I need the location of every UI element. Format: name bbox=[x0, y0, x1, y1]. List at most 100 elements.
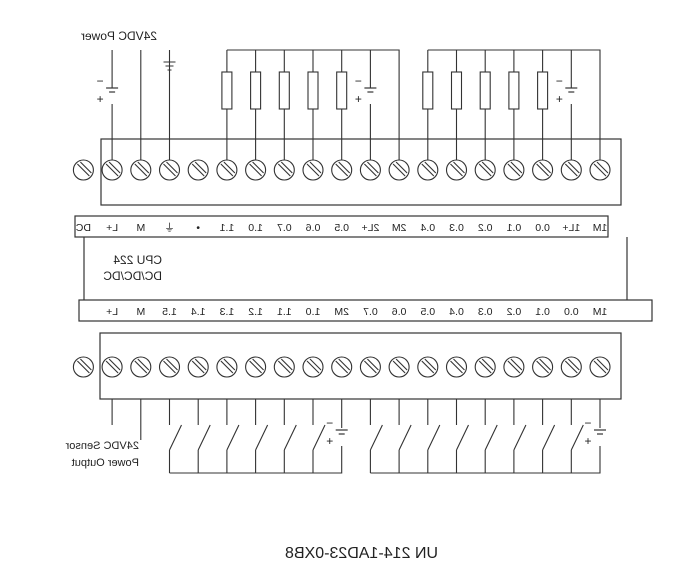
ground-icon bbox=[163, 50, 176, 160]
bottom-screw bbox=[503, 356, 525, 378]
top-screw bbox=[503, 159, 525, 181]
terminal-label: 1.0 bbox=[306, 306, 321, 318]
top-screw bbox=[130, 159, 152, 181]
load-resistor bbox=[537, 71, 549, 110]
top-screw bbox=[532, 159, 554, 181]
minus-sign: − bbox=[556, 74, 563, 88]
terminal-label: 1.2 bbox=[248, 306, 263, 318]
bottom-screw bbox=[560, 356, 582, 378]
bottom-screw bbox=[130, 356, 152, 378]
bottom-screw bbox=[187, 356, 209, 378]
bottom-screw bbox=[359, 356, 381, 378]
terminal-label: 1L+ bbox=[562, 222, 580, 234]
terminal-label: 0.0 bbox=[535, 222, 550, 234]
top-screw bbox=[72, 159, 94, 181]
bottom-screw bbox=[302, 356, 324, 378]
minus-sign: − bbox=[97, 74, 104, 88]
minus-sign: − bbox=[326, 416, 333, 430]
top-screw-row bbox=[72, 159, 611, 181]
bottom-screw bbox=[101, 356, 123, 378]
bottom-terminal-labels: 1M0.00.10.20.30.40.50.60.72M1.01.11.21.3… bbox=[106, 306, 607, 318]
top-screw bbox=[388, 159, 410, 181]
terminal-label: 1M bbox=[593, 306, 608, 318]
sensor-label-line2: Power Output bbox=[72, 457, 139, 469]
bottom-label-strip bbox=[78, 299, 653, 322]
plus-sign: + bbox=[556, 92, 563, 106]
bottom-screw bbox=[273, 356, 295, 378]
battery-icon: −+ bbox=[326, 416, 348, 448]
top-screw bbox=[359, 159, 381, 181]
battery-icon: −+ bbox=[584, 416, 606, 448]
top-screw bbox=[589, 159, 611, 181]
terminal-label: 0.5 bbox=[420, 306, 435, 318]
terminal-label: 1.1 bbox=[219, 222, 234, 234]
top-screw bbox=[216, 159, 238, 181]
terminal-label: 2M bbox=[392, 222, 407, 234]
terminal-label: L+ bbox=[106, 306, 118, 318]
minus-sign: − bbox=[355, 74, 362, 88]
plus-sign: + bbox=[326, 434, 333, 448]
top-screw bbox=[101, 159, 123, 181]
top-screw bbox=[245, 159, 267, 181]
power-label: 24VDC Power bbox=[81, 29, 157, 43]
dc-supplies: −+−+−+−+−+ bbox=[97, 74, 606, 448]
terminal-label: M bbox=[136, 222, 145, 234]
top-screw bbox=[273, 159, 295, 181]
minus-sign: − bbox=[584, 416, 591, 430]
top-screw bbox=[445, 159, 468, 181]
battery-icon: −+ bbox=[355, 74, 377, 106]
terminal-label: 1.4 bbox=[191, 306, 206, 318]
bottom-screw bbox=[417, 356, 439, 378]
top-screw bbox=[158, 159, 181, 181]
cpu-model: CPU 224 bbox=[113, 253, 162, 267]
terminal-label: L+ bbox=[106, 222, 118, 234]
terminal-label: 2L+ bbox=[361, 222, 379, 234]
bottom-screw bbox=[245, 356, 267, 378]
top-screw bbox=[302, 159, 324, 181]
top-terminal-labels: 1M1L+0.00.10.20.30.42M2L+0.50.60.71.01.1… bbox=[75, 222, 607, 234]
terminal-label: • bbox=[196, 222, 200, 234]
terminal-label: DC bbox=[75, 222, 91, 234]
terminal-label: 0.3 bbox=[478, 306, 493, 318]
bottom-screw bbox=[474, 356, 496, 378]
bottom-screw bbox=[445, 356, 468, 378]
terminal-label: 0.6 bbox=[306, 222, 321, 234]
battery-icon: −+ bbox=[97, 74, 119, 106]
plus-sign: + bbox=[584, 434, 591, 448]
plus-sign: + bbox=[97, 92, 104, 106]
load-resistor bbox=[450, 71, 463, 110]
terminal-label: 1M bbox=[593, 222, 608, 234]
part-number: UN 214-1AD23-0XB8 bbox=[285, 545, 438, 562]
bottom-screw bbox=[72, 356, 94, 378]
terminal-label: 0.1 bbox=[535, 306, 550, 318]
terminal-label: 0.6 bbox=[392, 306, 407, 318]
load-resistor bbox=[479, 71, 491, 110]
terminal-label: 0.7 bbox=[277, 222, 292, 234]
top-screw bbox=[187, 159, 209, 181]
terminal-label: 0.5 bbox=[334, 222, 349, 234]
load-resistor bbox=[508, 71, 520, 110]
load-resistor bbox=[221, 71, 233, 110]
terminal-label: 1.3 bbox=[219, 306, 234, 318]
cpu-type: DC/DC/DC bbox=[103, 269, 162, 283]
bottom-screw bbox=[388, 356, 410, 378]
terminal-label: 1.5 bbox=[162, 306, 177, 318]
load-resistor bbox=[422, 71, 434, 110]
terminal-label: 0.4 bbox=[449, 306, 464, 318]
terminal-label: 0.2 bbox=[478, 222, 493, 234]
top-label-strip bbox=[74, 215, 609, 238]
top-screw bbox=[560, 159, 582, 181]
top-screw bbox=[331, 159, 353, 181]
bottom-screw bbox=[216, 356, 238, 378]
terminal-label: 2M bbox=[334, 306, 349, 318]
terminal-label: M bbox=[136, 306, 145, 318]
load-resistor bbox=[250, 71, 262, 110]
sensor-label-line1: 24VDC Sensor bbox=[65, 440, 139, 452]
terminal-label: 0.0 bbox=[564, 306, 579, 318]
load-resistor bbox=[307, 71, 319, 110]
terminal-label: 1.0 bbox=[248, 222, 263, 234]
bottom-screw-row bbox=[72, 356, 611, 378]
input-wiring bbox=[111, 399, 601, 474]
top-screw bbox=[417, 159, 439, 181]
